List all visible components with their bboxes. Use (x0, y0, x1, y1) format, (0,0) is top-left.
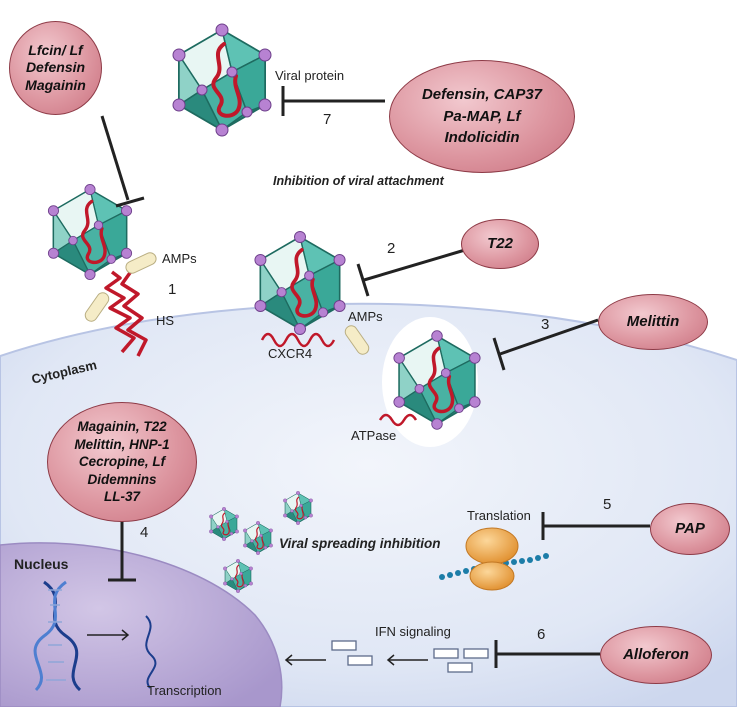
label-inhibition-attachment: Inhibition of viral attachment (273, 174, 444, 188)
transcription-arrow (87, 629, 130, 641)
oval-text: Melittin (626, 312, 680, 330)
step-number-6: 6 (537, 626, 546, 643)
mrna-dot (439, 574, 445, 580)
ifn-boxes (331, 640, 489, 673)
step-number-1: 1 (168, 281, 177, 298)
label-viral-protein: Viral protein (275, 68, 345, 83)
dna-double-helix (33, 580, 82, 692)
oval-alloferon: Alloferon (600, 626, 712, 684)
oval-text: Melittin, HNP-1 (74, 436, 170, 452)
oval-text: LL-37 (103, 489, 140, 505)
ribosome-small (469, 561, 515, 591)
oval-text: Alloferon (623, 645, 689, 663)
label-transcription: Transcription (147, 683, 222, 698)
oval-text: Magainin, T22 (77, 419, 167, 435)
label-cxcr4: CXCR4 (268, 346, 313, 361)
hs-receptor (104, 268, 148, 357)
oval-text: Magainin (25, 76, 86, 93)
virus-1 (46, 182, 134, 282)
oval-magainin-group: Magainin, T22 Melittin, HNP-1 Cecropine,… (47, 402, 197, 522)
label-ifn-signaling: IFN signaling (375, 624, 451, 639)
dna-rungs (46, 589, 66, 681)
oval-text: Indolicidin (444, 129, 520, 147)
oval-text: Pa-MAP, Lf (443, 107, 521, 125)
cxcr4-receptor (260, 332, 336, 348)
oval-text: Cecropine, Lf (78, 454, 166, 470)
oval-t22: T22 (461, 219, 539, 269)
oval-text: Defensin (25, 59, 86, 76)
label-viral-spreading: Viral spreading inhibition (279, 536, 441, 551)
nucleus (0, 542, 283, 707)
rna-strand (145, 615, 157, 689)
step-number-5: 5 (603, 496, 612, 513)
label-amps-1: AMPs (162, 251, 197, 266)
label-amps-2: AMPs (348, 309, 383, 324)
inhibition-lines (100, 86, 650, 668)
oval-pap: PAP (650, 503, 730, 555)
virus-7 (171, 22, 273, 138)
oval-melittin: Melittin (598, 294, 708, 350)
atpase-protein (378, 413, 418, 427)
ifn-arrows (284, 654, 428, 666)
amp-pill-2 (82, 289, 112, 325)
label-translation: Translation (467, 508, 531, 523)
oval-lfcin-defensin-magainin: Lfcin/ Lf Defensin Magainin (9, 21, 102, 115)
step-number-3: 3 (541, 316, 550, 333)
oval-text: Didemnins (87, 471, 157, 487)
ribosome-large (465, 527, 519, 565)
oval-text: T22 (487, 234, 513, 252)
oval-text: Lfcin/ Lf (28, 42, 83, 59)
step-number-4: 4 (140, 524, 149, 541)
step-number-2: 2 (387, 240, 396, 257)
label-hs: HS (156, 313, 175, 328)
label-nucleus: Nucleus (14, 556, 69, 572)
oval-text: Defensin, CAP37 (421, 85, 543, 103)
label-atpase: ATPase (351, 428, 397, 443)
step-number-7: 7 (323, 111, 332, 128)
oval-text: PAP (675, 519, 705, 537)
oval-defensin-cap37: Defensin, CAP37 Pa-MAP, Lf Indolicidin (389, 60, 575, 173)
